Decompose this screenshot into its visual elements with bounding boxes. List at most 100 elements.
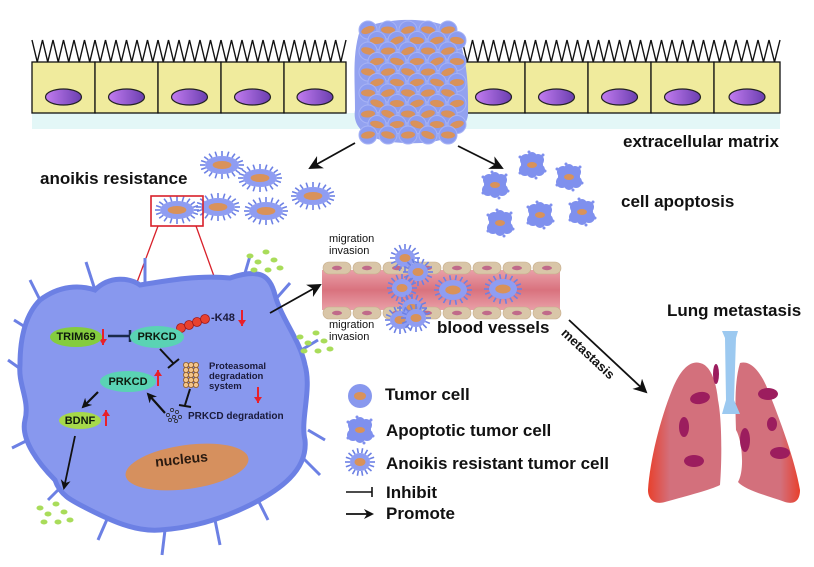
- spike: [235, 169, 241, 174]
- cell-nucleus: [412, 267, 424, 277]
- spike: [214, 173, 218, 179]
- spike: [385, 313, 392, 318]
- inhibit-bar-3: [178, 404, 192, 408]
- spike: [405, 274, 409, 280]
- bleb: [490, 188, 500, 198]
- spike: [454, 299, 458, 305]
- green-dot: [254, 259, 262, 265]
- k48-text: K48: [214, 312, 235, 324]
- spike: [409, 326, 413, 332]
- spike: [387, 290, 394, 295]
- spike: [258, 197, 262, 203]
- green-dot: [276, 265, 284, 271]
- endothelial-nucleus: [332, 310, 342, 316]
- endothelial-cell: [502, 306, 532, 320]
- spike: [279, 202, 285, 207]
- endothelial-cell: [322, 261, 352, 275]
- spike: [393, 328, 397, 334]
- up-arrow-icon: [102, 410, 110, 426]
- spike: [400, 297, 406, 303]
- fragment: [511, 227, 515, 231]
- spike: [347, 452, 353, 457]
- spike: [513, 278, 519, 284]
- spike: [404, 307, 410, 313]
- spike: [367, 452, 373, 457]
- green-dot: [54, 519, 62, 525]
- apoptotic-cell: [486, 208, 515, 238]
- endothelial-nucleus: [452, 265, 462, 271]
- label-k48: -K48: [211, 312, 235, 324]
- apoptotic-cell: [526, 200, 555, 230]
- fragment: [564, 162, 568, 166]
- invading-tumor-cell: [387, 274, 417, 302]
- fragment: [578, 165, 582, 169]
- tumor-cell-nucleus: [421, 89, 435, 97]
- green-dot: [270, 257, 278, 263]
- spike: [424, 320, 431, 325]
- tumor-cell-nucleus: [450, 36, 464, 45]
- tumor-cell-nucleus: [361, 47, 375, 55]
- spike: [244, 213, 251, 217]
- fragment: [495, 208, 499, 212]
- tumor-cell-nucleus: [390, 120, 404, 129]
- down-arrow-icon: [254, 387, 262, 403]
- green-dot: [314, 348, 322, 354]
- endothelial-nucleus: [452, 310, 462, 316]
- zoom-line-right: [195, 225, 216, 280]
- tumor-cell-nucleus: [370, 99, 384, 108]
- endothelial-nucleus: [362, 265, 372, 271]
- spike: [227, 213, 232, 219]
- degradation-fragments-icon: [166, 408, 182, 423]
- endothelial-cell: [352, 261, 382, 275]
- fragment: [506, 189, 510, 193]
- bleb: [535, 202, 545, 212]
- spike: [426, 274, 433, 279]
- cell-nucleus: [527, 162, 537, 168]
- spike: [317, 204, 321, 210]
- spike: [426, 265, 433, 270]
- spike: [408, 277, 414, 283]
- fragment: [527, 150, 531, 154]
- legend-apoptotic-tumor-cell: Apoptotic tumor cell: [386, 421, 552, 440]
- spike: [356, 448, 360, 454]
- fragment: [593, 216, 597, 220]
- tumor-cell-nucleus: [450, 57, 464, 66]
- fragment: [526, 205, 530, 209]
- tumor-cell-nucleus: [410, 78, 424, 87]
- bleb: [577, 199, 587, 209]
- microvilli: [157, 39, 222, 63]
- spike: [231, 198, 237, 203]
- bleb: [355, 417, 365, 427]
- spike: [203, 156, 209, 161]
- epithelial-nucleus: [233, 88, 272, 106]
- spike: [410, 281, 417, 286]
- spike: [196, 209, 203, 213]
- tumor-cell-nucleus: [430, 78, 444, 87]
- fragment: [549, 203, 553, 207]
- spike: [387, 281, 394, 286]
- legend-promote: Promote: [386, 504, 455, 523]
- anoikis-resistant-cell: [155, 196, 199, 224]
- proteasome-subunit: [187, 371, 194, 378]
- tumor-cell-nucleus: [441, 131, 455, 139]
- spike: [192, 204, 199, 208]
- spike: [233, 209, 240, 213]
- tumor-cell-nucleus: [390, 78, 404, 87]
- spike: [231, 211, 237, 216]
- endothelial-nucleus: [482, 265, 492, 271]
- cell-nucleus: [396, 283, 408, 293]
- spike: [437, 279, 443, 285]
- spike: [269, 166, 274, 172]
- cell-nucleus: [445, 285, 461, 295]
- spike: [351, 449, 356, 455]
- tumor-cell-nucleus: [401, 26, 415, 34]
- arrow-to-blood-vessel: [269, 284, 322, 314]
- endothelial-cell: [502, 261, 532, 275]
- spike: [269, 184, 274, 190]
- spike: [388, 309, 394, 315]
- cell-nucleus: [303, 191, 323, 201]
- endothelial-cell: [472, 261, 502, 275]
- spike: [515, 283, 522, 287]
